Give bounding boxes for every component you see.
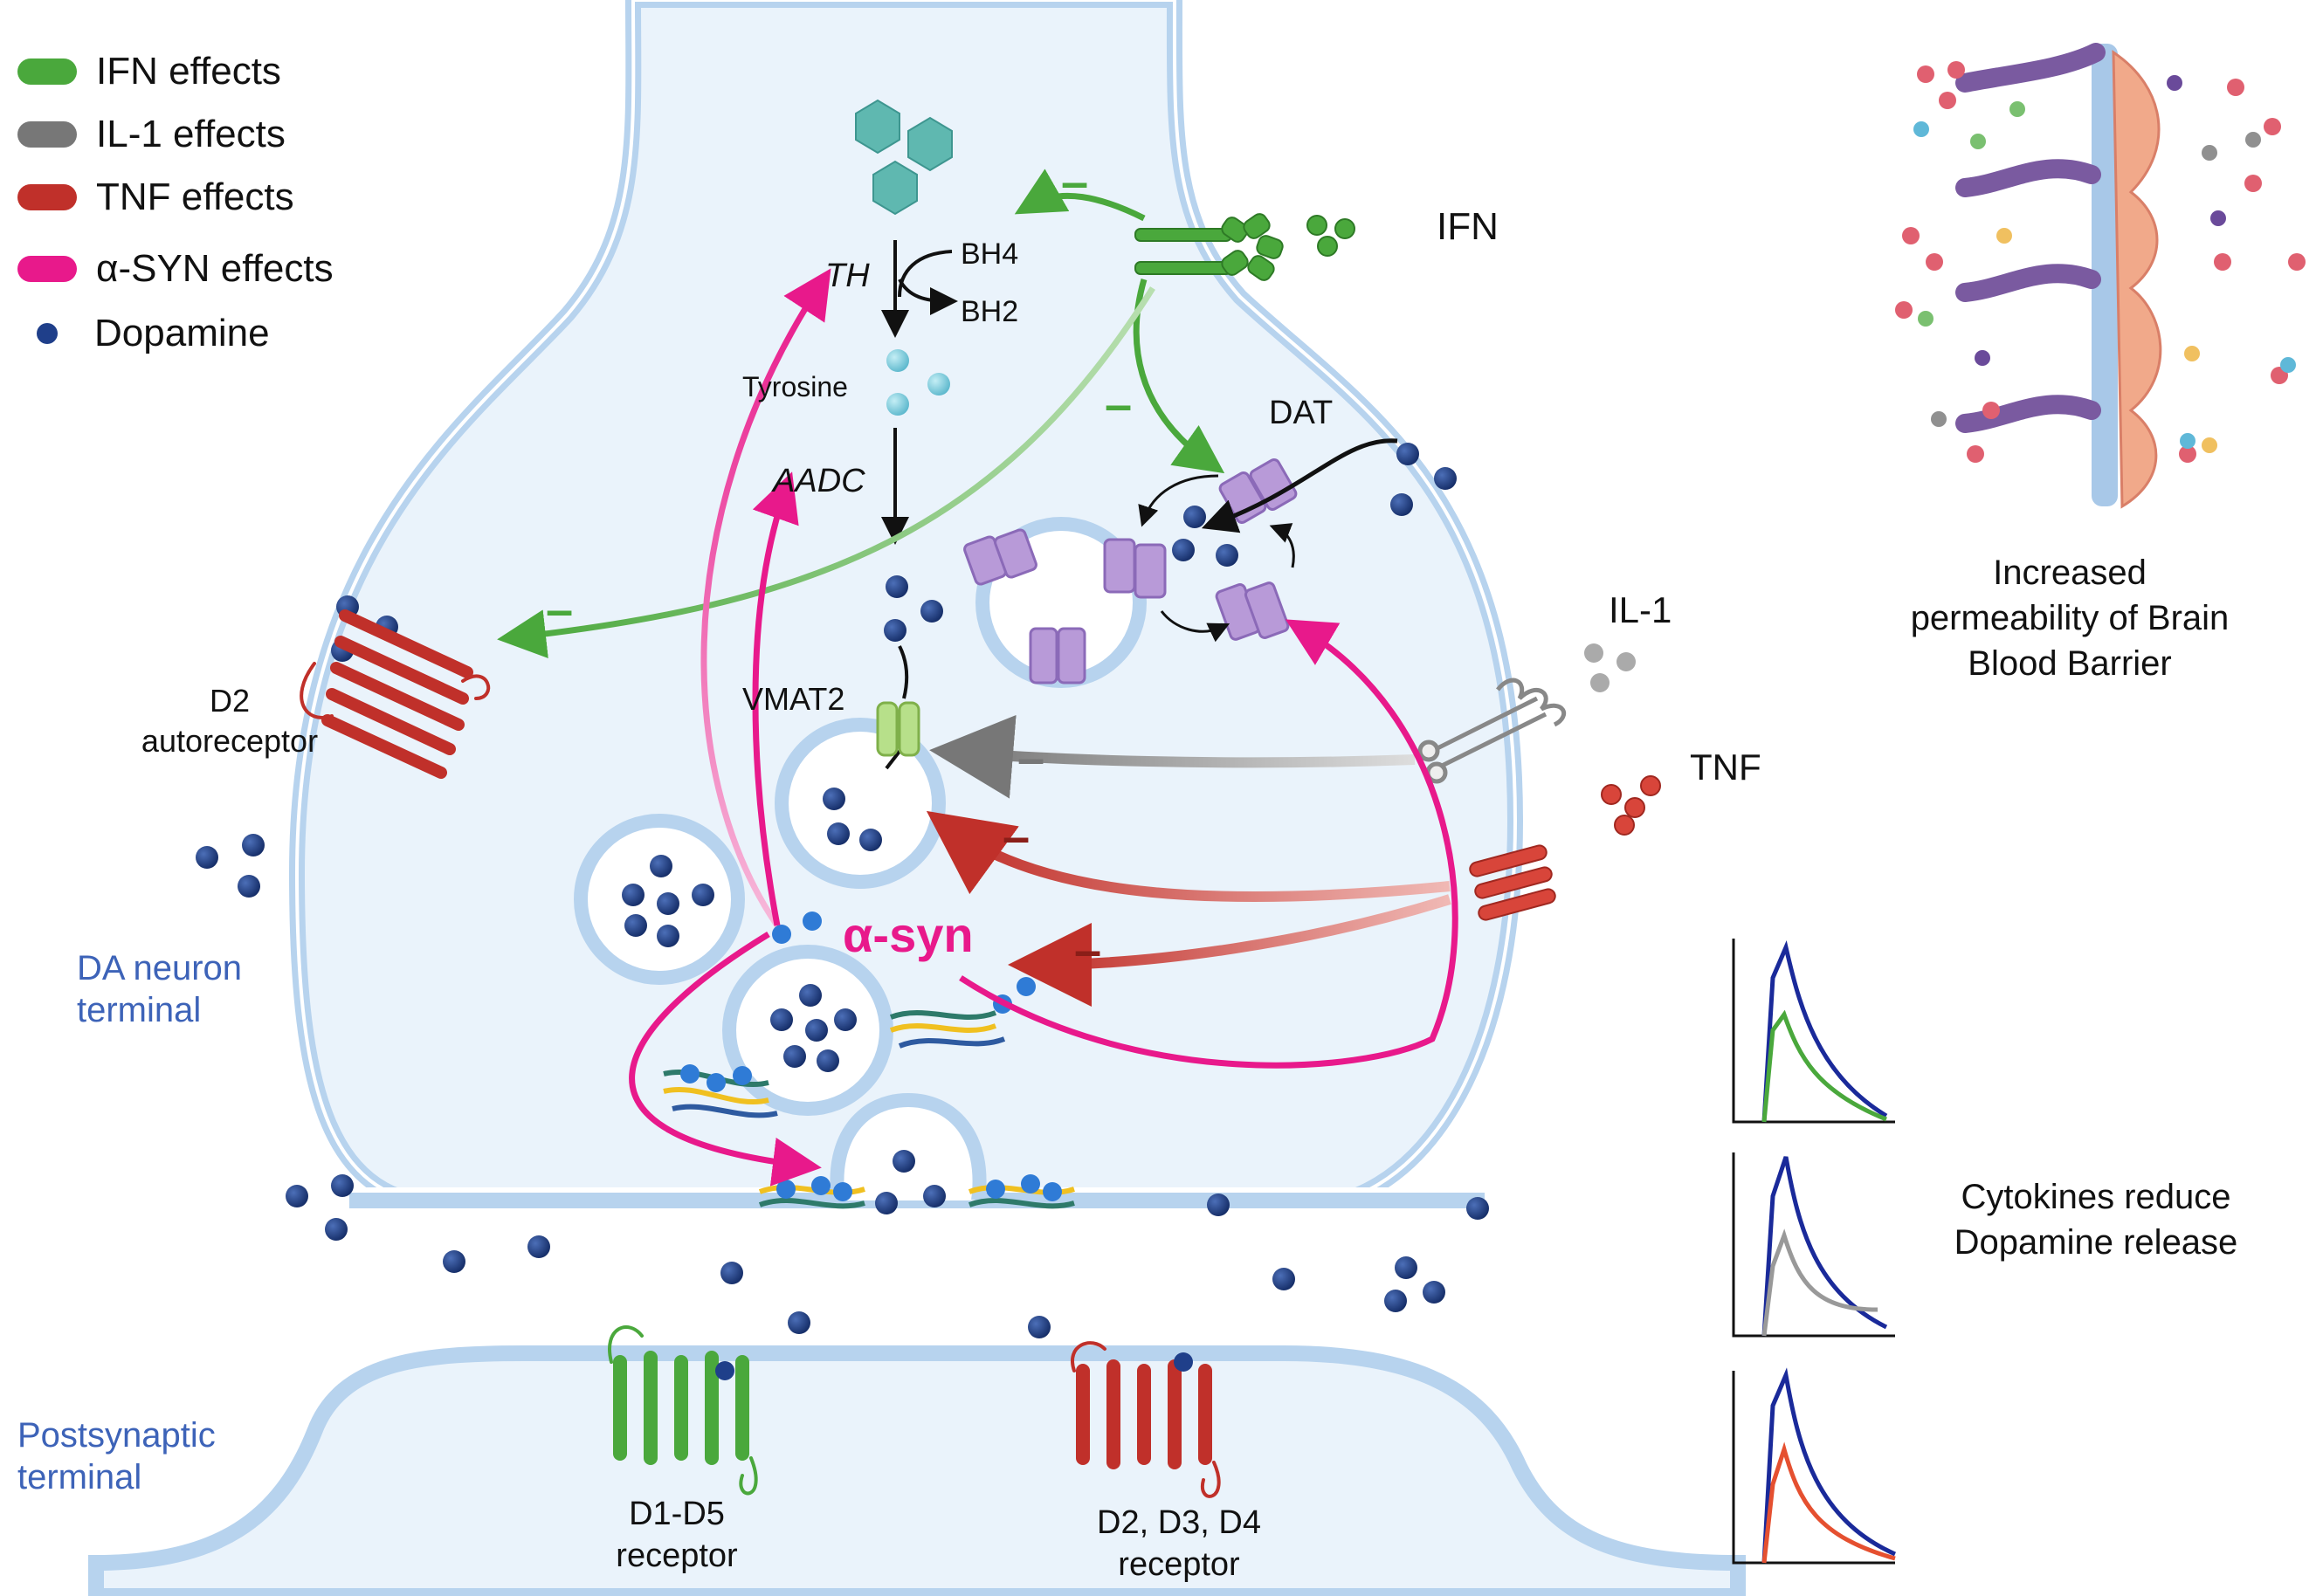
asyn-monomers	[680, 912, 1062, 1201]
da-neuron-terminal-label: DA neuron terminal	[77, 947, 242, 1031]
legend-swatch-tnf	[17, 184, 77, 210]
il1-receptor	[1417, 678, 1567, 784]
release-trace-ifn	[1732, 939, 1895, 1124]
legend-item-il1: IL-1 effects	[17, 108, 286, 161]
asyn-effect-arrows	[629, 268, 1458, 1187]
legend-item-asyn: α-SYN effects	[17, 243, 334, 295]
synthesis-arrows	[881, 240, 958, 770]
tyrosine-label: Tyrosine	[742, 371, 848, 402]
il1-effect-arrow	[929, 714, 1416, 799]
dat-cycle-arrows	[1138, 438, 1398, 643]
ifn-dat-inhibit-sign: –	[1105, 376, 1133, 431]
legend-label: IL-1 effects	[96, 113, 286, 155]
d1-d5-receptor-label: D1-D5 receptor	[572, 1493, 782, 1577]
d1-line1: D1-D5	[629, 1496, 725, 1532]
bbb-line2: permeability of Brain	[1910, 599, 2230, 637]
legend-label: α-SYN effects	[96, 247, 334, 290]
ifn-effect-arrows	[497, 169, 1225, 658]
ifn-receptor	[1134, 213, 1355, 281]
legend-swatch-ifn	[17, 58, 77, 85]
bbb-line3: Blood Barrier	[1968, 644, 2172, 683]
post-line1: Postsynaptic	[17, 1416, 216, 1455]
tnf-effect-arrows	[926, 810, 1451, 1007]
da-neuron-line2: terminal	[77, 991, 202, 1029]
release-trace-il1	[1732, 1152, 1895, 1338]
th-label: TH	[825, 258, 870, 294]
legend-swatch-dopamine	[37, 323, 58, 344]
legend-swatch-il1	[17, 121, 77, 148]
ifn-d2-inhibit-sign: –	[546, 581, 574, 636]
bh2-label: BH2	[961, 295, 1019, 328]
vmat2-label: VMAT2	[742, 681, 845, 717]
dopamine-molecules	[196, 443, 1489, 1338]
ifn-th-inhibit-sign: –	[1061, 154, 1089, 209]
legend-label: IFN effects	[96, 50, 281, 93]
d2-autoreceptor-line2: autoreceptor	[141, 723, 319, 759]
d1-d5-receptor	[608, 1325, 758, 1496]
asyn-label: α-syn	[843, 907, 974, 962]
tnf-label: TNF	[1690, 746, 1761, 788]
release-trace-tnf	[1732, 1367, 1897, 1565]
d2-autoreceptor-line1: D2	[209, 683, 251, 719]
post-line2: terminal	[17, 1458, 142, 1496]
legend-item-tnf: TNF effects	[17, 171, 294, 224]
tnf-vmat-inhibit-sign: –	[1003, 808, 1031, 863]
il1-label: IL-1	[1609, 589, 1672, 630]
cyto-line2: Dopamine release	[1954, 1223, 2238, 1262]
d1-line2: receptor	[616, 1538, 738, 1574]
cytokines-caption: Cytokines reduce Dopamine release	[1904, 1174, 2288, 1265]
postsynaptic-terminal-label: Postsynaptic terminal	[17, 1414, 216, 1498]
tyrosine-molecules	[886, 349, 950, 416]
d2-autoreceptor	[300, 609, 491, 779]
tnf-receptor	[1469, 775, 1661, 921]
d2-d4-receptor	[1071, 1341, 1221, 1498]
d2-line2: receptor	[1118, 1546, 1240, 1583]
precursor-hexagons	[855, 99, 953, 216]
aadc-label: AADC	[773, 463, 865, 499]
bbb-line1: Increased	[1993, 554, 2147, 592]
d2-autoreceptor-label: D2 autoreceptor	[121, 681, 339, 761]
legend-label: Dopamine	[94, 312, 270, 354]
bbb-caption: Increased permeability of Brain Blood Ba…	[1860, 550, 2279, 686]
d2-line1: D2, D3, D4	[1097, 1504, 1261, 1541]
vmat2-transporter	[876, 701, 920, 757]
legend-item-ifn: IFN effects	[17, 45, 281, 98]
postsynaptic-terminal	[88, 1345, 1746, 1596]
dat-label: DAT	[1269, 395, 1334, 431]
il1-molecules	[1584, 643, 1636, 692]
legend-swatch-asyn	[17, 256, 77, 282]
d2-d4-receptor-label: D2, D3, D4 receptor	[1048, 1502, 1310, 1586]
cyto-line1: Cytokines reduce	[1961, 1178, 2231, 1216]
ifn-label: IFN	[1437, 205, 1499, 248]
bh4-label: BH4	[961, 237, 1019, 271]
legend-item-dopamine: Dopamine	[17, 307, 270, 360]
blood-brain-barrier-icon	[1895, 43, 2306, 509]
da-neuron-line1: DA neuron	[77, 949, 243, 987]
tnf-asyn-inhibit-sign: –	[1074, 922, 1102, 977]
il1-inhibit-sign: –	[1017, 730, 1045, 785]
legend-label: TNF effects	[96, 175, 294, 218]
